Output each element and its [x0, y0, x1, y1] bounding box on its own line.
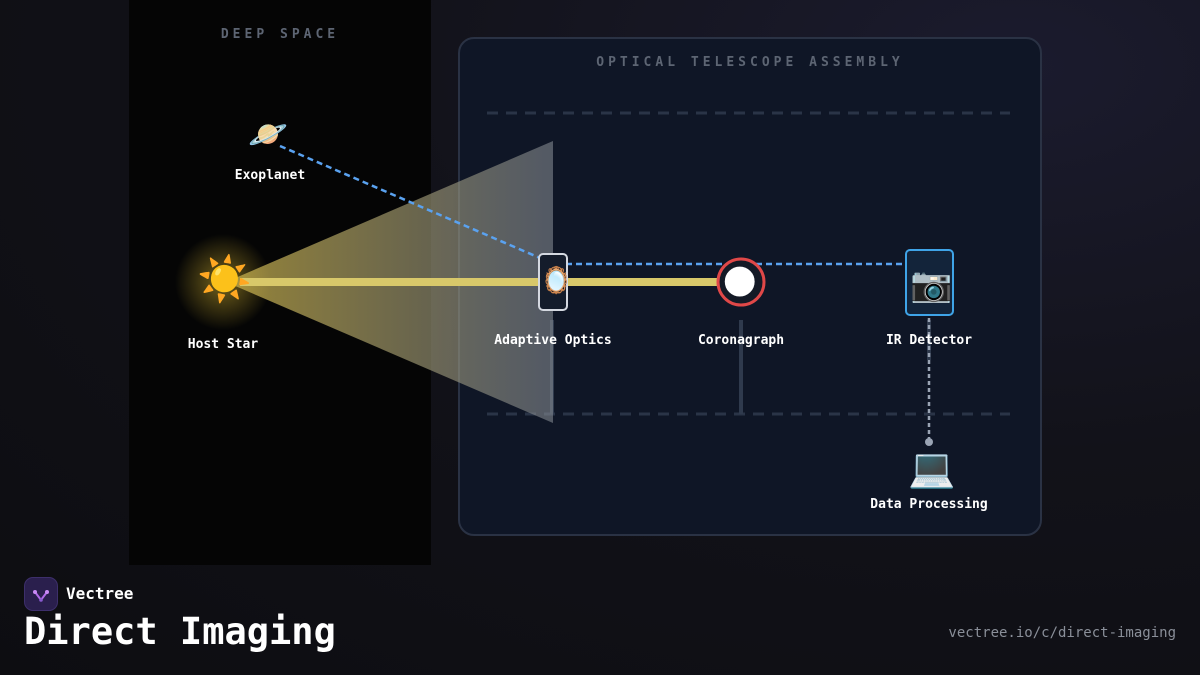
ir-detector-label: IR Detector	[885, 333, 973, 348]
coronagraph-label: Coronagraph	[697, 333, 785, 348]
ir-detector-frame	[905, 249, 954, 316]
laptop-icon: 💻	[908, 446, 956, 490]
host-star-label: Host Star	[187, 337, 259, 352]
star-glow	[175, 234, 271, 330]
data-link-endpoint	[925, 438, 933, 446]
planet-light-ray	[279, 144, 541, 260]
camera-icon: 📷	[910, 265, 953, 305]
coronagraph-ring	[716, 257, 766, 307]
page-title: Direct Imaging	[24, 610, 336, 653]
brand-name: Vectree	[66, 584, 134, 603]
vectree-logo	[24, 577, 58, 611]
data-processing-label: Data Processing	[870, 497, 988, 512]
sun-icon: ☀️	[197, 254, 252, 305]
logo-mark-icon	[33, 590, 49, 602]
ringed-planet-icon: 🪐	[248, 115, 288, 153]
adaptive-optics-label: Adaptive Optics	[494, 333, 612, 348]
source-url: vectree.io/c/direct-imaging	[948, 625, 1176, 641]
exoplanet-label: Exoplanet	[234, 168, 306, 183]
mirror-icon: 🪞	[540, 266, 573, 296]
deep-space-label: DEEP SPACE	[220, 27, 340, 42]
adaptive-optics-frame	[538, 253, 568, 311]
assembly-label: OPTICAL TELESCOPE ASSEMBLY	[596, 55, 904, 70]
new-moon-icon: 🌑	[722, 263, 758, 303]
